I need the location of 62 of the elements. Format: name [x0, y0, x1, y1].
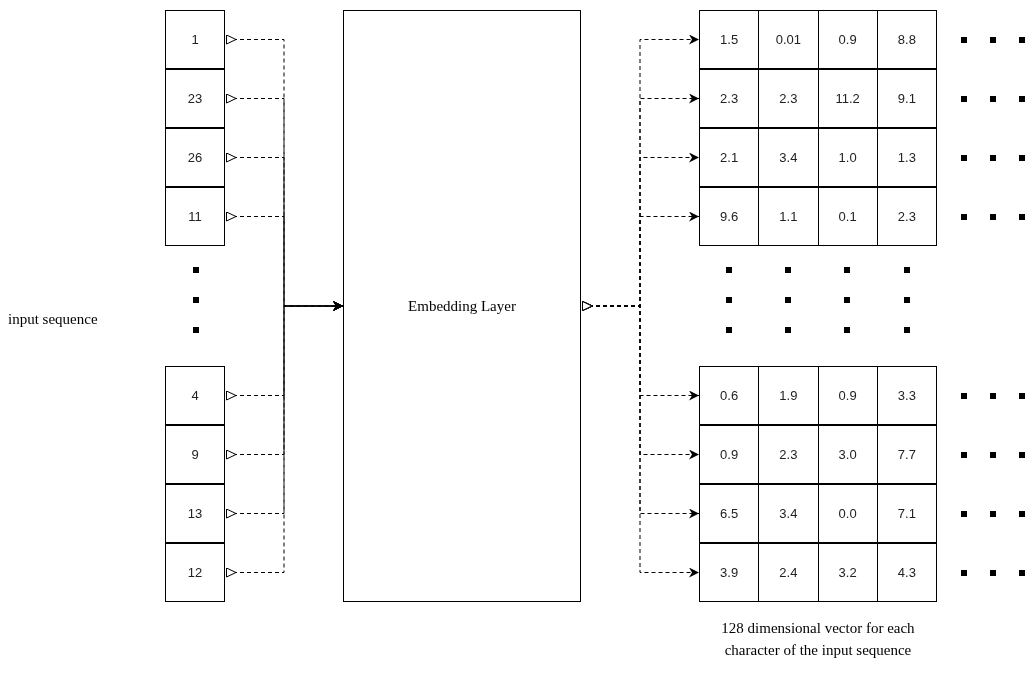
- vector-value-cell: 3.4: [758, 129, 818, 186]
- vector-row: [699, 69, 937, 128]
- layer-box: [343, 10, 581, 602]
- vector-value-cell: 11.2: [817, 70, 877, 127]
- layer-title: Embedding Layer: [408, 296, 516, 316]
- input-label: input sequence: [8, 310, 98, 329]
- token-box: [165, 425, 225, 484]
- token-id: 13: [187, 504, 203, 523]
- token-box: [165, 10, 225, 69]
- vector-value-cell: 0.1: [817, 188, 877, 245]
- arrow: [225, 301, 344, 578]
- vector-value-cell: 2.3: [758, 70, 818, 127]
- vector-value-cell-text: 0.6: [719, 386, 740, 405]
- vector-value-cell: 8.8: [876, 11, 936, 68]
- token-box: [165, 484, 225, 543]
- vector-value-cell: 0.9: [817, 11, 877, 68]
- vector-value-cell: 0.0: [817, 485, 877, 542]
- token-box: [165, 543, 225, 602]
- vector-row: [699, 128, 937, 187]
- token-id: 9: [191, 445, 199, 464]
- vector-value-cell: 0.9: [817, 367, 877, 424]
- vector-value-cell-text: 6.5: [719, 504, 740, 523]
- arrow: [581, 301, 700, 578]
- vector-value-cell: 2.3: [876, 188, 936, 245]
- vector-value-cell-text: 2.3: [719, 89, 740, 108]
- vector-value-cell: 7.7: [876, 426, 936, 483]
- vector-value-cell: 3.2: [817, 544, 877, 601]
- vector-row: [699, 187, 937, 246]
- vector-value-cell-text: 9.6: [719, 207, 740, 226]
- vector-row: [699, 366, 937, 425]
- token-box: [165, 366, 225, 425]
- token-id: 23: [187, 89, 203, 108]
- vector-value-cell: 1.3: [876, 129, 936, 186]
- vector-value-cell: 7.1: [876, 485, 936, 542]
- vector-value-cell-text: 3.9: [719, 563, 740, 582]
- token-box: [165, 69, 225, 128]
- vector-row: [699, 543, 937, 602]
- vector-value-cell: 1.1: [758, 188, 818, 245]
- vector-value-cell-text: 2.1: [719, 148, 740, 167]
- vector-value-cell: 2.4: [758, 544, 818, 601]
- vector-row: [699, 425, 937, 484]
- vector-row: [699, 10, 937, 69]
- vector-value-cell: 0.01: [758, 11, 818, 68]
- vector-value-cell: 1.0: [817, 129, 877, 186]
- token-id: 1: [191, 30, 199, 49]
- token-id: 12: [187, 563, 203, 582]
- token-id: 4: [191, 386, 199, 405]
- vector-row: [699, 484, 937, 543]
- vector-value-cell: 3.4: [758, 485, 818, 542]
- vector-value-cell: 2.3: [758, 426, 818, 483]
- vector-value-cell: 4.3: [876, 544, 936, 601]
- vector-value-cell: 3.0: [817, 426, 877, 483]
- token-id: 11: [188, 207, 202, 226]
- token-box: [165, 187, 225, 246]
- vector-value-cell: 3.3: [876, 367, 936, 424]
- vector-value-cell: 1.9: [758, 367, 818, 424]
- output-caption: 128 dimensional vector for each character of the input sequence: [720, 619, 916, 660]
- vector-value-cell-text: 0.9: [719, 445, 740, 464]
- token-box: [165, 128, 225, 187]
- token-id: 26: [187, 148, 203, 167]
- vector-value-cell: 9.1: [876, 70, 936, 127]
- vector-value-cell-text: 1.5: [719, 30, 740, 49]
